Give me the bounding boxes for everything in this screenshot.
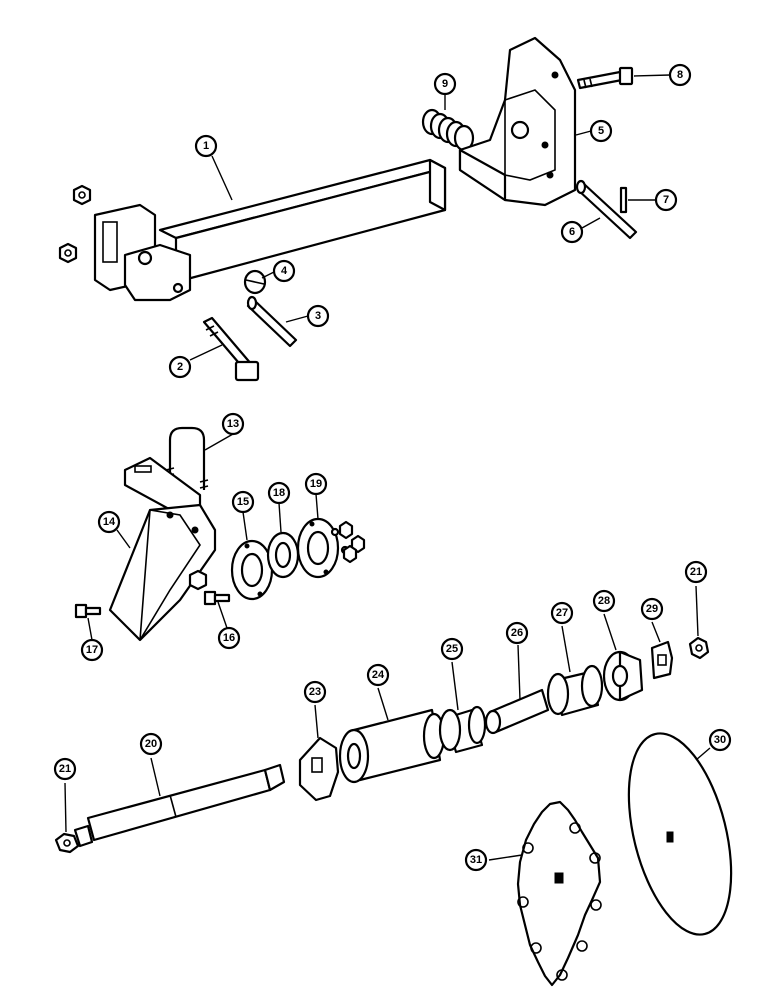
- svg-text:2: 2: [177, 361, 183, 373]
- svg-text:8: 8: [677, 69, 683, 81]
- nuts-and-washers: [330, 520, 366, 564]
- part-16-bolt: [203, 590, 231, 606]
- callout-20: 20: [139, 732, 163, 756]
- svg-text:16: 16: [223, 632, 235, 644]
- part-13-u-bolt: [165, 426, 209, 490]
- part-4-lynch-pin: [243, 269, 267, 295]
- callout-6: 6: [560, 220, 584, 244]
- part-26-sleeve: [484, 688, 550, 735]
- part-9-spring: [421, 108, 475, 152]
- svg-text:31: 31: [470, 854, 482, 866]
- part-8-bolt: [576, 66, 634, 90]
- callout-13: 13: [221, 412, 245, 436]
- callout-21-right: 21: [684, 560, 708, 584]
- callout-31: 31: [464, 848, 488, 872]
- callout-26: 26: [505, 621, 529, 645]
- callout-23: 23: [303, 680, 327, 704]
- callout-29: 29: [640, 597, 664, 621]
- svg-text:26: 26: [511, 627, 523, 639]
- callout-15: 15: [231, 490, 255, 514]
- callout-2: 2: [168, 355, 192, 379]
- part-5-bracket-casting: [458, 36, 577, 207]
- svg-text:21: 21: [690, 566, 702, 578]
- part-3-pin: [246, 295, 298, 348]
- callout-8: 8: [668, 63, 692, 87]
- part-21-nut-left: [54, 832, 80, 854]
- svg-text:6: 6: [569, 226, 575, 238]
- part-17-bolt: [74, 603, 102, 619]
- callout-1: 1: [194, 134, 218, 158]
- svg-text:21: 21: [59, 763, 71, 775]
- svg-text:23: 23: [309, 686, 321, 698]
- nut-top-left-1: [72, 184, 92, 206]
- part-20-axle: [73, 763, 286, 848]
- part-18-bearing: [266, 531, 300, 579]
- callout-30: 30: [708, 728, 732, 752]
- part-1-clevis-bracket: [93, 203, 192, 302]
- part-24-spool: [338, 708, 446, 784]
- part-14-mounting-bracket: [108, 456, 217, 642]
- svg-text:24: 24: [372, 669, 385, 681]
- svg-text:15: 15: [237, 496, 249, 508]
- leader-lines: [64, 74, 711, 861]
- callout-3: 3: [306, 304, 330, 328]
- svg-text:20: 20: [145, 738, 157, 750]
- callout-4: 4: [272, 259, 296, 283]
- svg-text:30: 30: [714, 734, 726, 746]
- svg-text:25: 25: [446, 643, 458, 655]
- svg-text:14: 14: [103, 516, 116, 528]
- svg-text:5: 5: [598, 125, 604, 137]
- callout-28: 28: [592, 589, 616, 613]
- callout-14: 14: [97, 510, 121, 534]
- nut-top-left-2: [58, 242, 78, 264]
- callout-24: 24: [366, 663, 390, 687]
- svg-text:29: 29: [646, 603, 658, 615]
- callout-7: 7: [654, 188, 678, 212]
- svg-text:7: 7: [663, 194, 669, 206]
- part-19-bearing-flange: [296, 517, 340, 579]
- svg-text:27: 27: [556, 607, 568, 619]
- callout-5: 5: [589, 119, 613, 143]
- svg-text:17: 17: [86, 644, 98, 656]
- nut-middle: [188, 569, 208, 591]
- callout-19: 19: [304, 472, 328, 496]
- svg-text:3: 3: [315, 310, 321, 322]
- part-21-nut-right: [688, 636, 710, 660]
- svg-text:9: 9: [442, 78, 448, 90]
- part-7-cotter-pin: [619, 186, 628, 214]
- svg-text:13: 13: [227, 418, 239, 430]
- callout-18: 18: [267, 481, 291, 505]
- part-29-lock-plate: [650, 640, 674, 680]
- part-28-bearing-cap: [602, 650, 644, 702]
- part-25-spool: [438, 705, 487, 754]
- svg-text:1: 1: [203, 140, 209, 152]
- callout-25: 25: [440, 637, 464, 661]
- callout-9: 9: [433, 72, 457, 96]
- callout-21-left: 21: [53, 757, 77, 781]
- svg-text:28: 28: [598, 595, 610, 607]
- part-23-spacer-washer: [298, 736, 340, 802]
- svg-text:18: 18: [273, 487, 285, 499]
- callout-17: 17: [80, 638, 104, 662]
- part-27-spool: [546, 664, 604, 717]
- svg-text:19: 19: [310, 478, 322, 490]
- callout-16: 16: [217, 626, 241, 650]
- part-1-arm-tube: [158, 158, 447, 284]
- part-6-pin: [575, 179, 638, 240]
- part-15-bearing-flange: [230, 539, 274, 601]
- callout-27: 27: [550, 601, 574, 625]
- part-31-notched-disc: [516, 800, 602, 987]
- svg-text:4: 4: [281, 265, 288, 277]
- part-2-pivot-bolt: [202, 316, 260, 382]
- part-30-plain-disc: [627, 732, 733, 936]
